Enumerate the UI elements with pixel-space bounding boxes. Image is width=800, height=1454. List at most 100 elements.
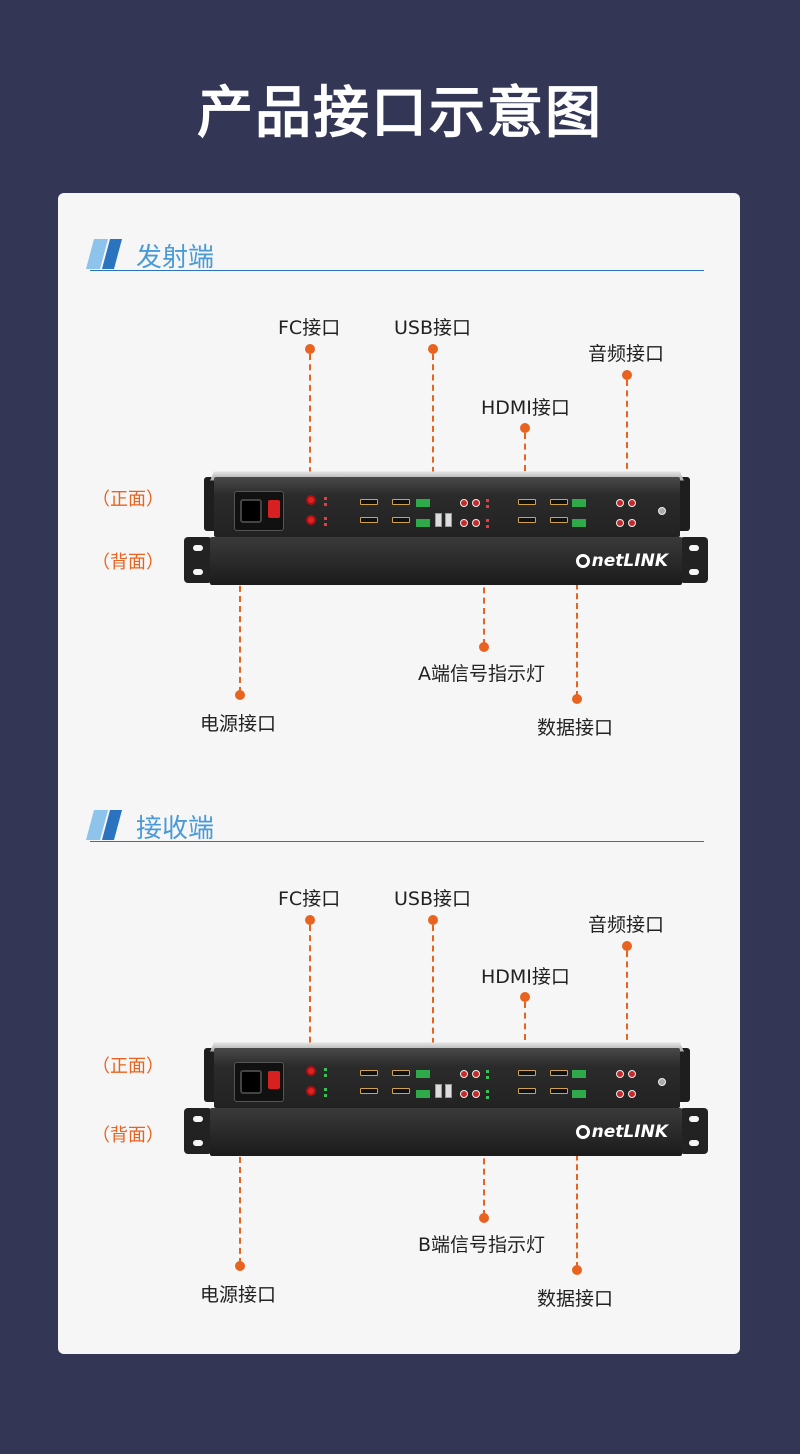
- device-illustration: netLINK: [0, 471, 800, 591]
- front-panel: [214, 477, 680, 537]
- hdmi-port-icon: [392, 499, 410, 505]
- hdmi-port-icon: [360, 517, 378, 523]
- callout-dot: [428, 344, 438, 354]
- led-icon: [324, 1074, 327, 1077]
- usb-port-icon: [435, 1084, 442, 1098]
- led-icon: [486, 1090, 489, 1093]
- audio-jack-icon: [460, 499, 468, 507]
- brand-logo: netLINK: [575, 1122, 668, 1142]
- audio-jack-icon: [472, 1070, 480, 1078]
- audio-jack-icon: [472, 499, 480, 507]
- callout-line: [576, 515, 578, 697]
- hdmi-port-icon: [550, 517, 568, 523]
- label-fc: FC接口: [278, 317, 341, 339]
- device-front-panel: [204, 471, 690, 537]
- header-divider: [90, 270, 704, 271]
- page-title: 产品接口示意图: [197, 81, 603, 146]
- section-header: 接收端: [85, 806, 704, 844]
- audio-jack-icon: [472, 519, 480, 527]
- callout-dot: [520, 992, 530, 1002]
- callout-dot: [572, 694, 582, 704]
- callout-line: [432, 925, 434, 1085]
- device-illustration: netLINK: [0, 1042, 800, 1162]
- hdmi-port-icon: [360, 499, 378, 505]
- hdmi-port-icon: [550, 1088, 568, 1094]
- led-icon: [324, 1088, 327, 1091]
- rack-ear: [680, 1108, 708, 1154]
- callout-dot: [428, 915, 438, 925]
- callout-line: [576, 1086, 578, 1268]
- led-icon: [324, 517, 327, 520]
- callout-line: [524, 1002, 526, 1072]
- terminal-block-icon: [572, 1090, 586, 1098]
- callout-dot: [235, 690, 245, 700]
- callout-line: [626, 951, 628, 1071]
- power-socket-icon: [240, 1070, 262, 1094]
- label-back: （背面）: [92, 552, 164, 573]
- hdmi-port-icon: [518, 1088, 536, 1094]
- callout-dot: [305, 344, 315, 354]
- hdmi-port-icon: [518, 1070, 536, 1076]
- audio-jack-icon: [460, 1090, 468, 1098]
- power-switch-icon: [268, 500, 280, 518]
- label-back: （背面）: [92, 1125, 164, 1146]
- device-back-panel: netLINK: [184, 1108, 708, 1156]
- terminal-block-icon: [416, 1090, 430, 1098]
- led-icon: [486, 505, 489, 508]
- callout-dot: [520, 423, 530, 433]
- led-icon: [324, 1094, 327, 1097]
- label-hdmi: HDMI接口: [481, 966, 570, 988]
- fc-port-icon: [306, 1086, 316, 1096]
- callout-dot: [305, 915, 315, 925]
- led-icon: [324, 497, 327, 500]
- usb-port-icon: [445, 1084, 452, 1098]
- hdmi-port-icon: [392, 517, 410, 523]
- callout-line: [626, 380, 628, 500]
- callout-dot: [572, 1265, 582, 1275]
- hdmi-port-icon: [518, 517, 536, 523]
- led-icon: [486, 1076, 489, 1079]
- label-indicator: B端信号指示灯: [418, 1234, 546, 1256]
- hdmi-port-icon: [518, 499, 536, 505]
- audio-jack-icon: [460, 519, 468, 527]
- label-data: 数据接口: [537, 1288, 614, 1310]
- led-icon: [486, 525, 489, 528]
- terminal-block-icon: [416, 519, 430, 527]
- brand-mark-icon: [575, 1125, 590, 1139]
- rack-ear: [184, 1108, 212, 1154]
- callout-line: [432, 354, 434, 514]
- hdmi-port-icon: [360, 1070, 378, 1076]
- label-data: 数据接口: [537, 717, 614, 739]
- back-panel-body: netLINK: [210, 537, 682, 585]
- audio-jack-icon: [616, 1070, 624, 1078]
- led-icon: [324, 1068, 327, 1071]
- rack-ear: [680, 537, 708, 583]
- hdmi-port-icon: [392, 1088, 410, 1094]
- callout-dot: [479, 642, 489, 652]
- section-title: 发射端: [136, 243, 215, 273]
- rack-ear: [184, 537, 212, 583]
- terminal-block-icon: [572, 519, 586, 527]
- fc-port-icon: [306, 515, 316, 525]
- hdmi-port-icon: [360, 1088, 378, 1094]
- front-panel: [214, 1048, 680, 1108]
- terminal-block-icon: [416, 499, 430, 507]
- power-inlet: [234, 491, 284, 531]
- power-inlet: [234, 1062, 284, 1102]
- label-usb: USB接口: [394, 317, 472, 339]
- reset-knob-icon: [658, 1078, 666, 1086]
- terminal-block-icon: [572, 499, 586, 507]
- callout-dot: [479, 1213, 489, 1223]
- terminal-block-icon: [416, 1070, 430, 1078]
- fc-port-icon: [306, 495, 316, 505]
- callout-dot: [622, 370, 632, 380]
- led-icon: [486, 499, 489, 502]
- fc-port-icon: [306, 1066, 316, 1076]
- audio-jack-icon: [616, 1090, 624, 1098]
- device-back-panel: netLINK: [184, 537, 708, 585]
- audio-jack-icon: [628, 1070, 636, 1078]
- label-power: 电源接口: [200, 1284, 277, 1306]
- label-front: （正面）: [92, 1056, 164, 1077]
- callout-dot: [622, 941, 632, 951]
- usb-port-icon: [435, 513, 442, 527]
